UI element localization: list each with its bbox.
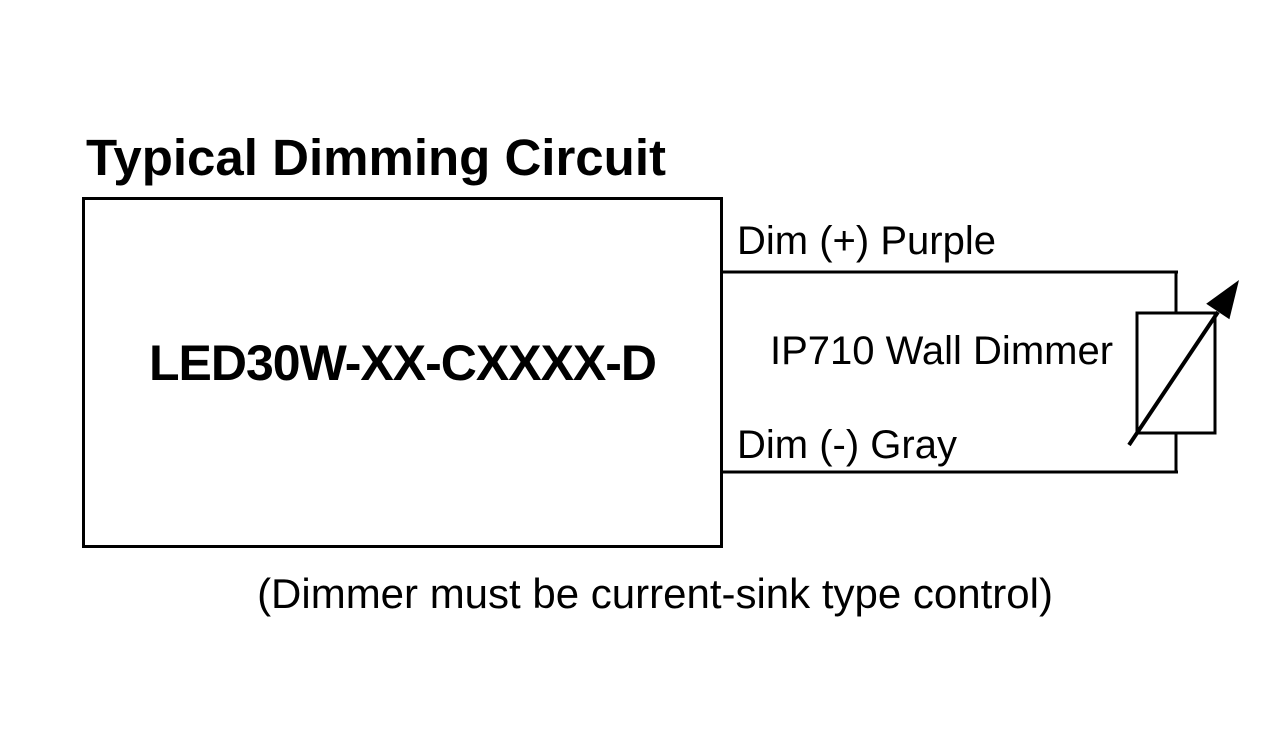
wall-dimmer-label: IP710 Wall Dimmer xyxy=(770,329,1114,373)
wiper-arrow-shaft xyxy=(1127,310,1220,447)
led-driver-box: LED30W-XX-CXXXX-D xyxy=(82,197,723,548)
diagram-title: Typical Dimming Circuit xyxy=(86,129,666,186)
led-driver-model-label: LED30W-XX-CXXXX-D xyxy=(148,334,657,391)
wire-negative-label: Dim (-) Gray xyxy=(737,423,957,467)
wiper-arrowhead-icon xyxy=(1206,280,1239,320)
dimmer-requirement-caption: (Dimmer must be current-sink type contro… xyxy=(257,570,1053,617)
wire-positive-label: Dim (+) Purple xyxy=(737,219,996,263)
variable-resistor-body xyxy=(1135,311,1217,435)
